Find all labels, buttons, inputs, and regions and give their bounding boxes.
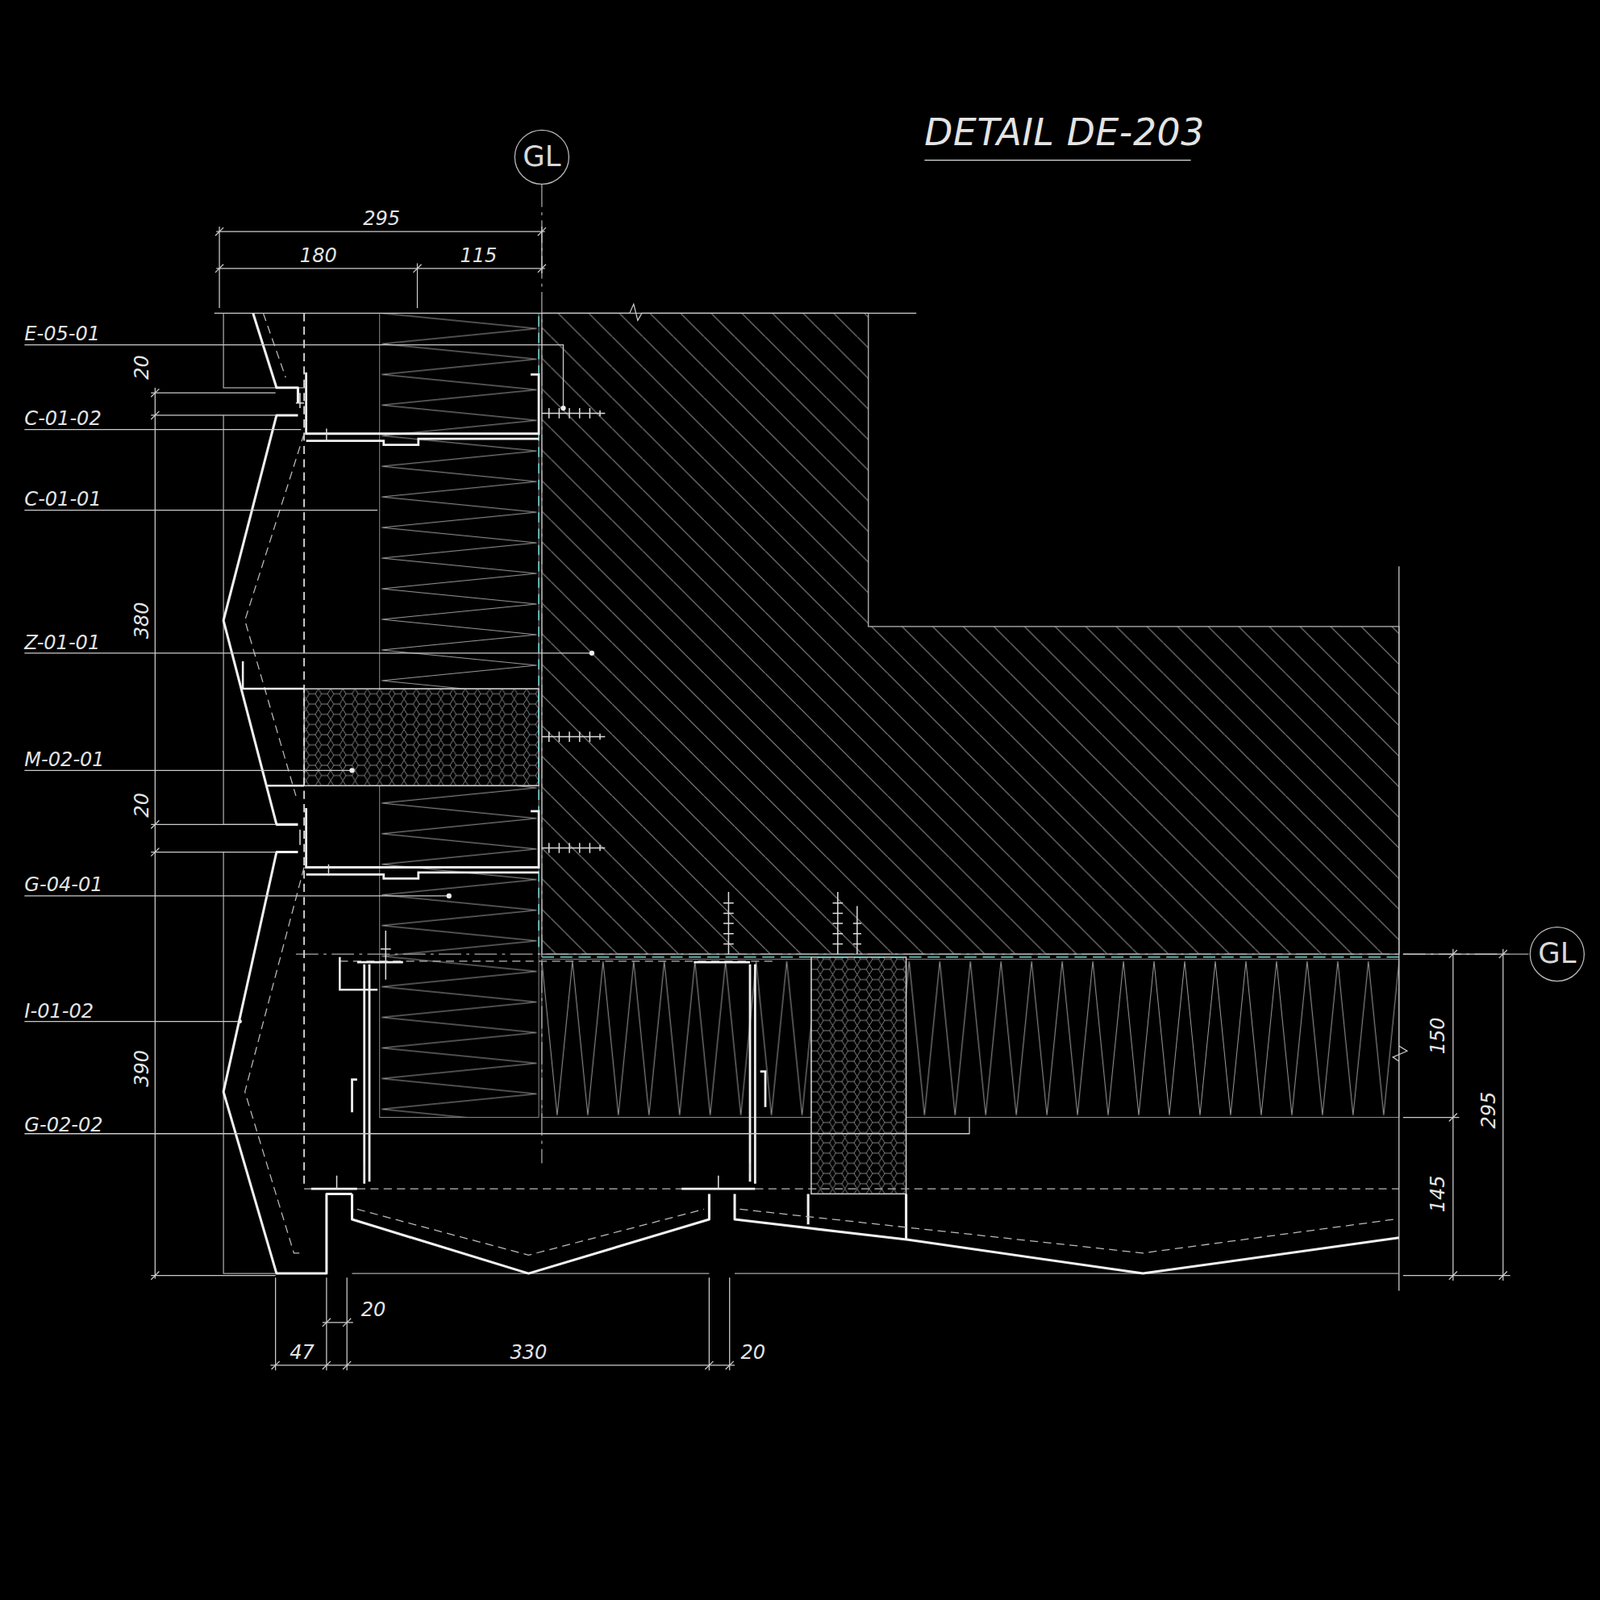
dimension-value: 47: [289, 1342, 315, 1363]
detail-title: DETAIL DE-203: [924, 114, 1205, 152]
part-callout: Z-01-01: [24, 633, 100, 653]
dimension-value: 380: [132, 601, 152, 639]
dimension-value: 20: [361, 1299, 387, 1319]
grid-label: GL: [522, 142, 561, 171]
dimension-value: 180: [300, 245, 338, 265]
dimension-value: 150: [1428, 1016, 1448, 1055]
part-callout: C-01-02: [24, 408, 101, 429]
grid-label: GL: [1537, 939, 1576, 968]
part-callout: G-04-01: [24, 875, 103, 895]
dimension-value: 295: [362, 208, 400, 229]
grid-bubble: GL: [514, 129, 570, 185]
dimension-value: 20: [740, 1342, 766, 1363]
dimension-value: 20: [132, 792, 152, 818]
grid-bubble: GL: [1529, 926, 1585, 982]
dimension-value: 20: [132, 354, 152, 380]
part-callout: E-05-01: [24, 324, 100, 344]
dimension-value: 115: [459, 245, 497, 265]
dimension-value: 145: [1428, 1175, 1448, 1213]
dimension-value: 330: [509, 1342, 547, 1363]
part-callout: C-01-01: [24, 489, 101, 509]
part-callout: I-01-02: [24, 1001, 94, 1021]
dimension-value: 295: [1479, 1091, 1499, 1130]
dimension-value: 390: [132, 1050, 152, 1088]
part-callout: M-02-01: [24, 749, 105, 769]
part-callout: G-02-02: [24, 1114, 103, 1134]
